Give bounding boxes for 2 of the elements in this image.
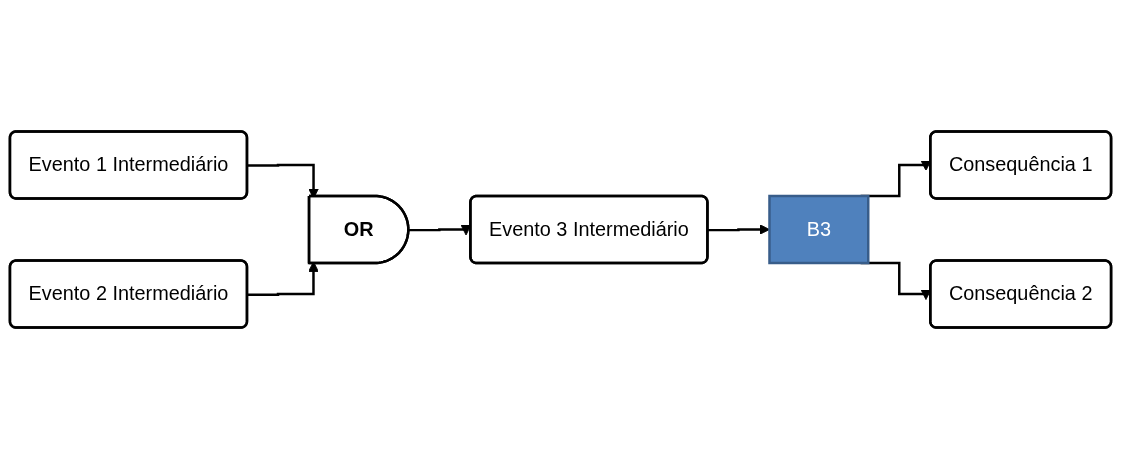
arrow (708, 224, 770, 235)
node-box: B3 (768, 194, 870, 265)
